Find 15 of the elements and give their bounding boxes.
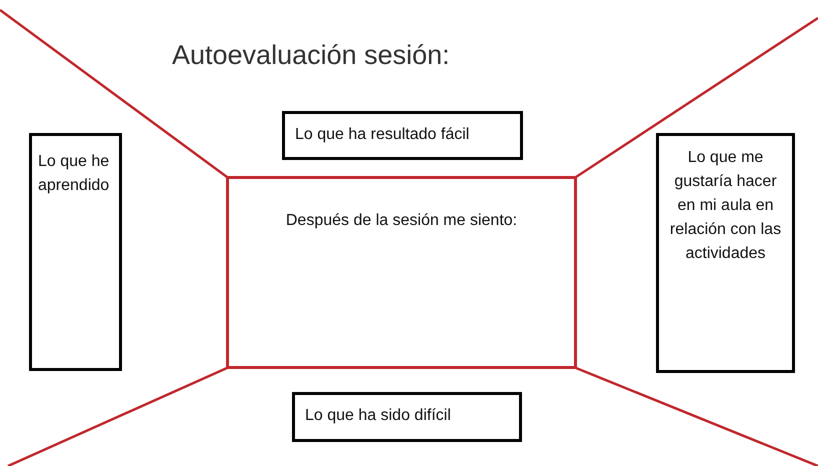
box-label: Después de la sesión me siento: <box>284 211 518 231</box>
answer-box <box>282 111 523 160</box>
answer-box <box>226 176 577 369</box>
guide-line <box>0 9 228 178</box>
answer-box <box>292 392 522 442</box>
box-label: Lo que ha resultado fácil <box>295 125 470 145</box>
guide-line <box>8 366 228 466</box>
answer-box <box>29 133 122 371</box>
guide-line <box>576 366 818 466</box>
title: Autoevaluación sesión: <box>172 40 450 71</box>
box-label: Lo que he aprendido <box>38 152 110 196</box>
answer-box <box>656 133 795 373</box>
guide-line <box>575 16 818 178</box>
box-label: Lo que me gustaría hacer en mi aula en relación con las actividades <box>668 148 782 264</box>
box-label: Lo que ha sido difícil <box>305 406 452 426</box>
